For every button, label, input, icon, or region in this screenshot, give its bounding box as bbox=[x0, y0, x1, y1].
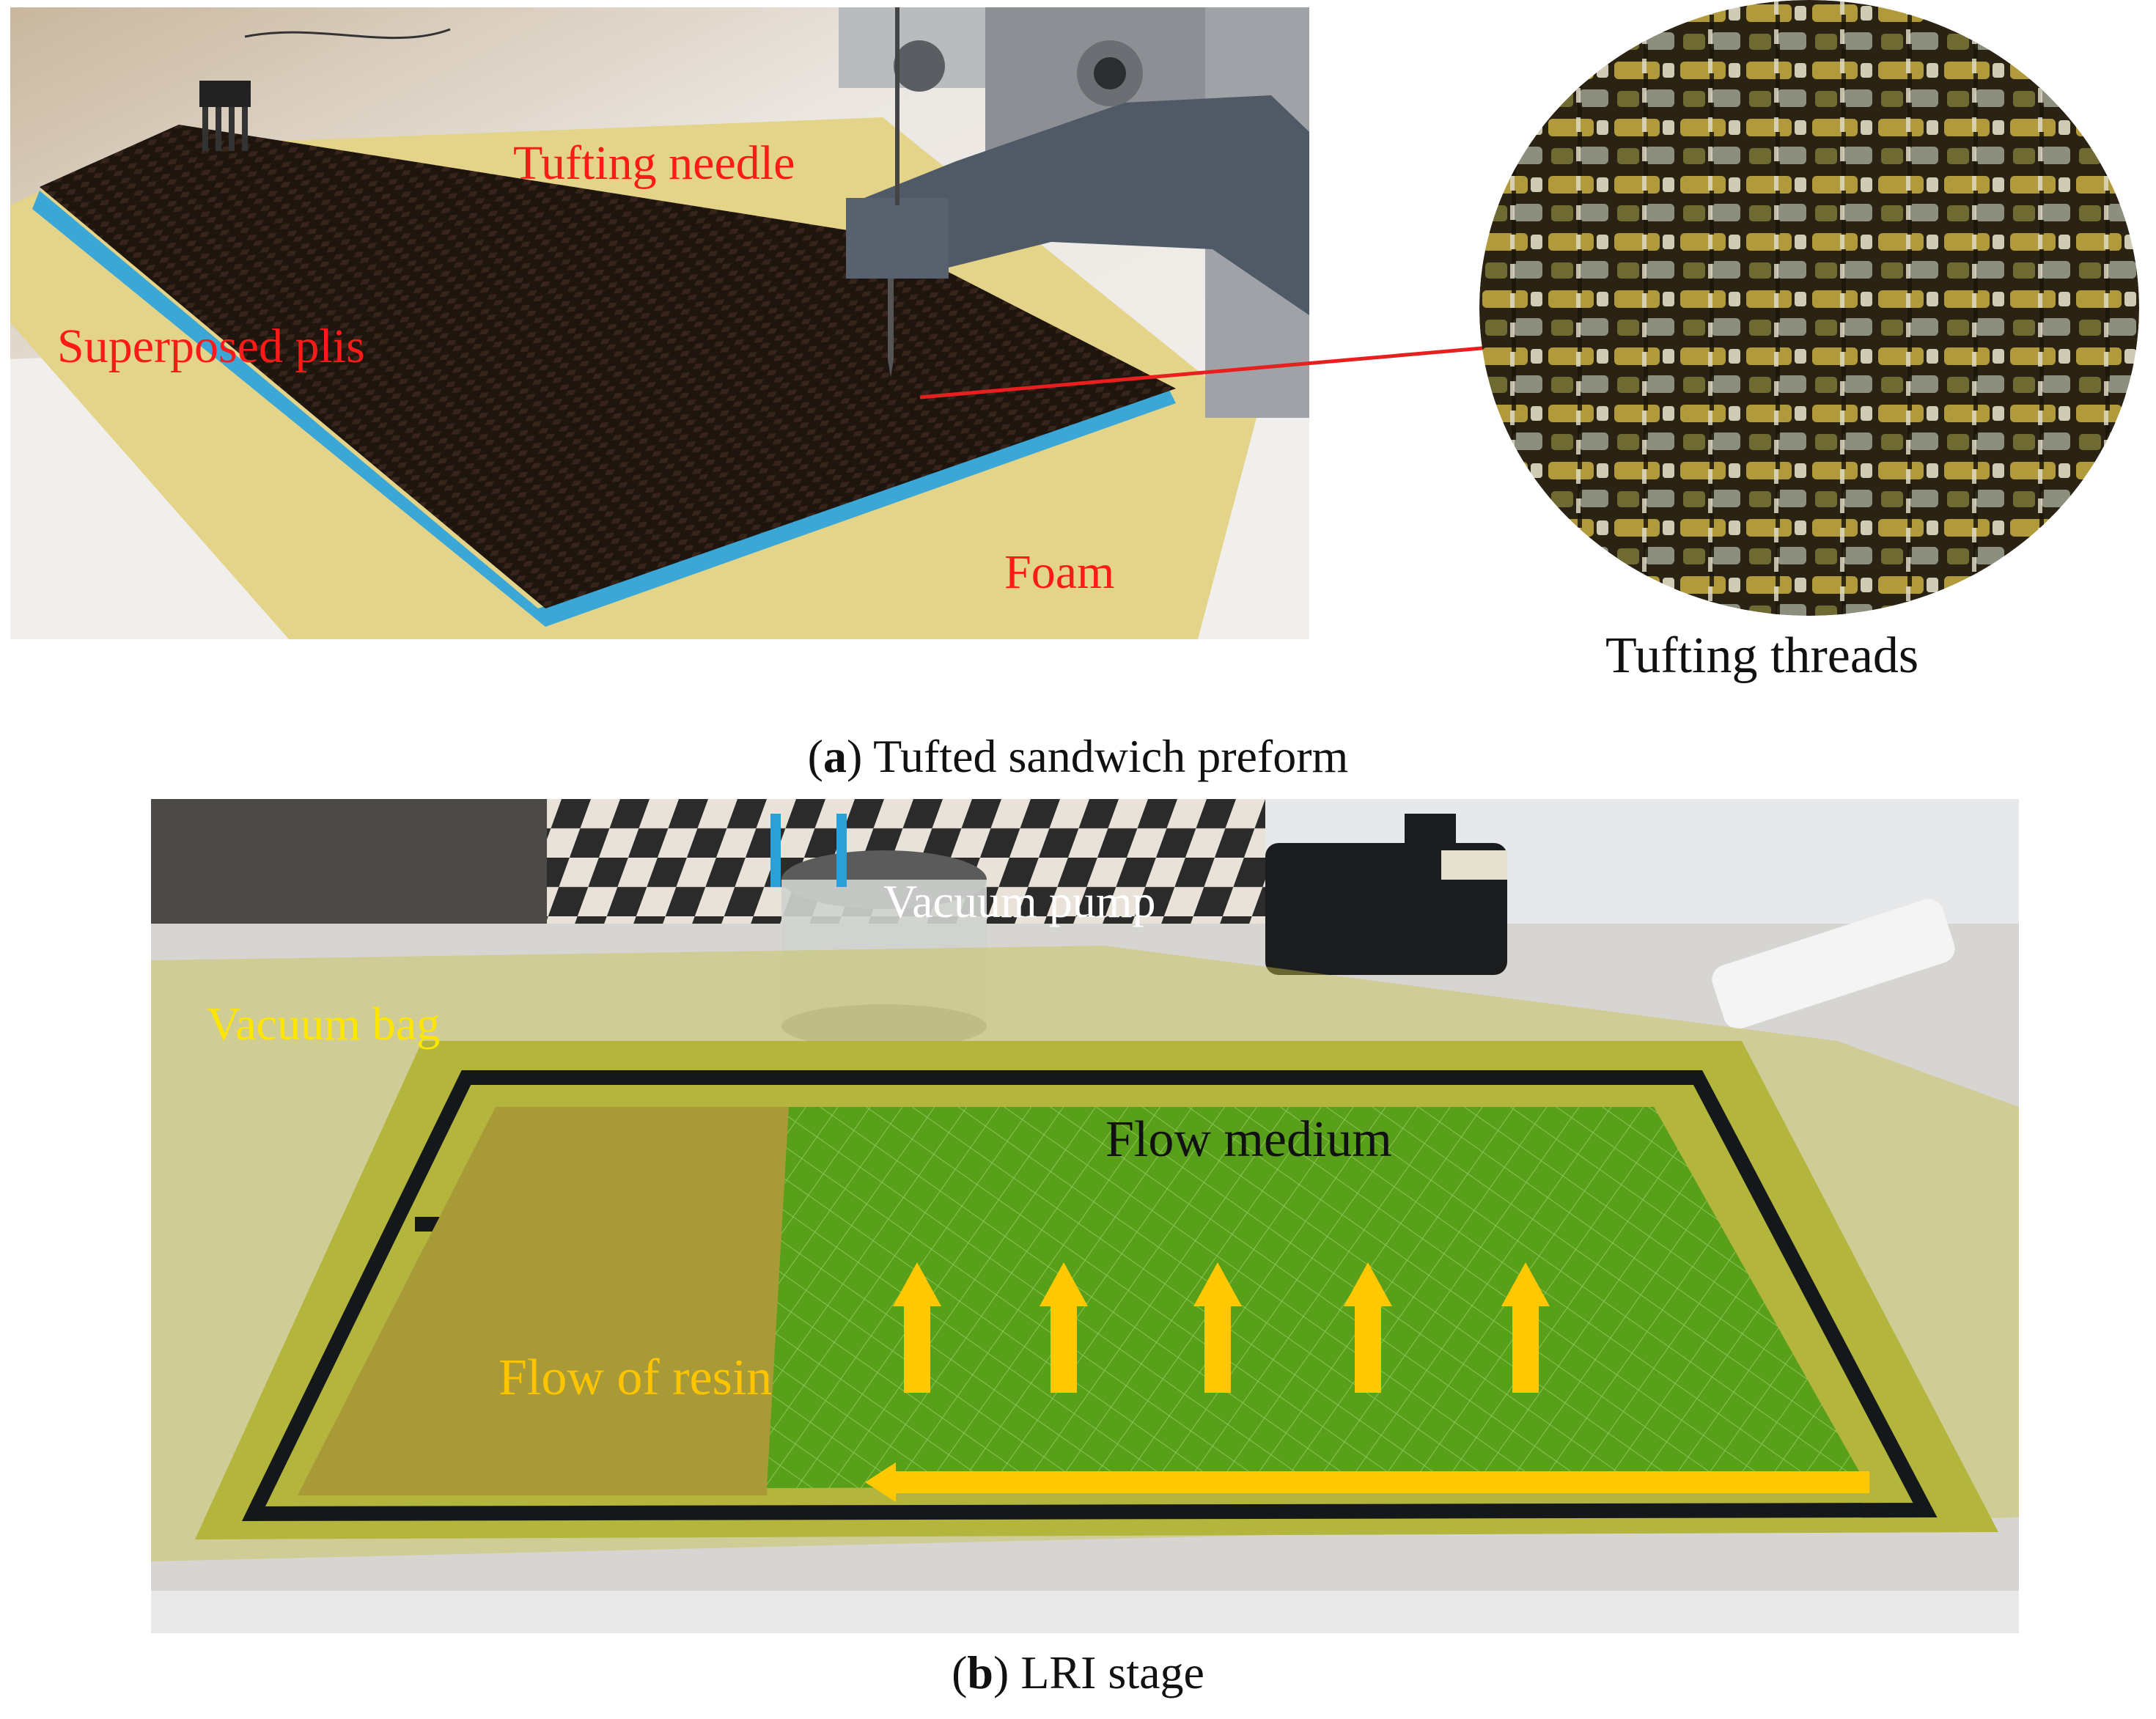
horizontal-flow-arrow bbox=[865, 1462, 1869, 1502]
flow-of-resin-label: Flow of resin bbox=[498, 1350, 773, 1406]
tufting-photo-graphic bbox=[10, 7, 1309, 639]
tufting-threads-zoom-graphic bbox=[1479, 0, 2139, 616]
foam-label: Foam bbox=[1004, 545, 1115, 599]
panel-a-caption: (a) Tufted sandwich preform bbox=[807, 730, 1349, 782]
superposed-plies-label: Superposed plis bbox=[57, 320, 365, 373]
vacuum-pump-label: Vacuum pump bbox=[883, 875, 1156, 927]
lri-stage-photo-graphic bbox=[151, 799, 2019, 1633]
flow-arrow-up-2 bbox=[1040, 1262, 1088, 1393]
tufting-threads-caption: Tufting threads bbox=[1605, 627, 1919, 684]
flow-arrow-up-5 bbox=[1501, 1262, 1550, 1393]
flow-arrow-up-3 bbox=[1193, 1262, 1242, 1393]
panel-a-caption-text: Tufted sandwich preform bbox=[862, 730, 1349, 782]
tufting-needle-label: Tufting needle bbox=[513, 136, 795, 190]
panel-b-letter: b bbox=[967, 1646, 993, 1698]
flow-medium-label: Flow medium bbox=[1105, 1111, 1392, 1168]
panel-b-caption-text: LRI stage bbox=[1009, 1646, 1204, 1698]
tufting-photo bbox=[10, 7, 1309, 639]
tufting-threads-zoom bbox=[1479, 0, 2139, 616]
flow-arrow-up-4 bbox=[1344, 1262, 1392, 1393]
panel-b-caption: (b) LRI stage bbox=[952, 1646, 1204, 1698]
vacuum-bag-label: Vacuum bag bbox=[207, 998, 441, 1050]
upward-flow-arrows bbox=[893, 1262, 1550, 1393]
panel-a-letter: a bbox=[823, 730, 847, 782]
lri-stage-photo bbox=[151, 799, 2019, 1633]
flow-arrow-up-1 bbox=[893, 1262, 941, 1393]
